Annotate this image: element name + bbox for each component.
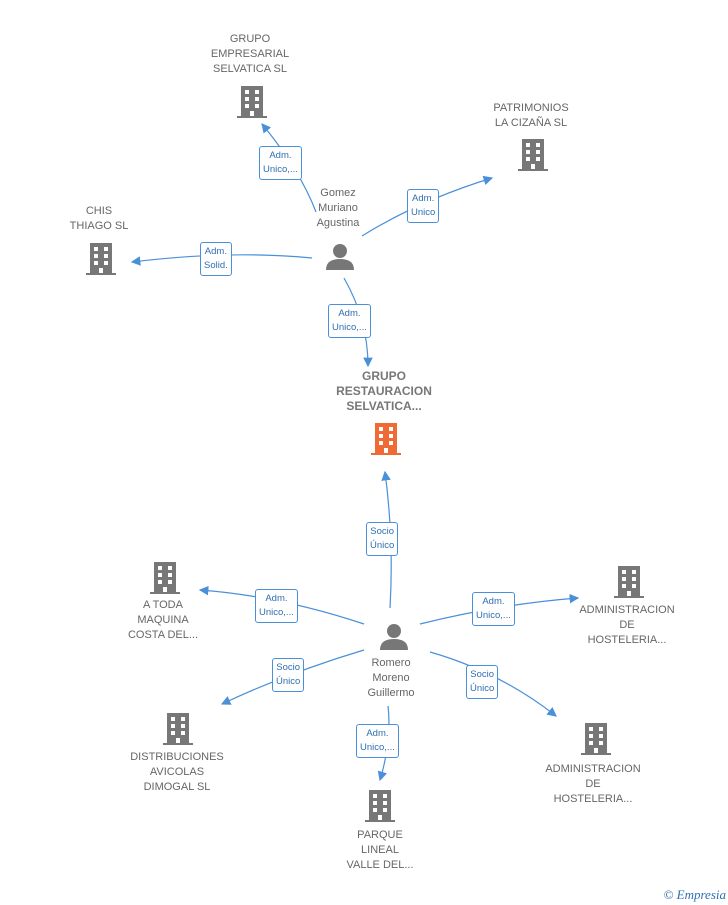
edge-label-romero-distrib[interactable]: Socio Único [272, 658, 305, 692]
node-label-grupo-empresarial[interactable]: GRUPO EMPRESARIAL SELVATICA SL [210, 33, 290, 75]
a-toda-maquina-building-icon[interactable] [150, 562, 180, 594]
node-label-distribuciones[interactable]: DISTRIBUCIONES AVICOLAS DIMOGAL SL [130, 751, 224, 793]
edge-label-gomez-chis[interactable]: Adm. Solid. [200, 242, 232, 276]
node-label-chis-thiago[interactable]: CHIS THIAGO SL [69, 205, 129, 232]
grupo-restauracion-building-icon[interactable] [371, 423, 401, 455]
edge-label-romero-a-toda[interactable]: Adm. Unico,... [255, 589, 298, 623]
node-label-parque-lineal[interactable]: PARQUE LINEAL VALLE DEL... [346, 829, 414, 871]
chis-thiago-building-icon[interactable] [86, 243, 116, 275]
romero-person-icon[interactable] [380, 624, 408, 650]
edge-label-romero-restauracion[interactable]: Socio Único [366, 522, 399, 556]
gomez-person-icon[interactable] [326, 244, 354, 270]
distribuciones-building-icon[interactable] [163, 713, 193, 745]
node-label-gomez[interactable]: Gomez Muriano Agustina [316, 187, 360, 229]
admin-hosteleria-1-building-icon[interactable] [614, 566, 644, 598]
patrimonios-building-icon[interactable] [518, 139, 548, 171]
brand-name: Empresia [676, 887, 726, 902]
admin-hosteleria-2-building-icon[interactable] [581, 723, 611, 755]
parque-lineal-building-icon[interactable] [365, 790, 395, 822]
node-label-patrimonios[interactable]: PATRIMONIOS LA CIZAÑA SL [493, 102, 569, 129]
edge-label-romero-admin1[interactable]: Adm. Unico,... [472, 592, 515, 626]
node-label-grupo-restauracion[interactable]: GRUPO RESTAURACION SELVATICA... [336, 369, 432, 413]
node-label-romero[interactable]: Romero Moreno Guillermo [367, 657, 415, 699]
edge-label-gomez-grupo-empresarial[interactable]: Adm. Unico,... [259, 146, 302, 180]
edge-label-romero-parque[interactable]: Adm. Unico,... [356, 724, 399, 758]
brand-footer: © Empresia [664, 887, 727, 903]
copyright-icon: © [663, 887, 674, 902]
node-label-admin-hosteleria-2[interactable]: ADMINISTRACION DE HOSTELERIA... [545, 763, 641, 805]
edge-label-romero-admin2[interactable]: Socio Único [466, 665, 499, 699]
node-label-a-toda-maquina[interactable]: A TODA MAQUINA COSTA DEL... [127, 599, 199, 641]
node-label-admin-hosteleria-1[interactable]: ADMINISTRACION DE HOSTELERIA... [579, 604, 675, 646]
grupo-empresarial-building-icon[interactable] [237, 86, 267, 118]
edge-label-gomez-patrimonios[interactable]: Adm. Unico [407, 189, 440, 223]
edge-label-gomez-restauracion[interactable]: Adm. Unico,... [328, 304, 371, 338]
